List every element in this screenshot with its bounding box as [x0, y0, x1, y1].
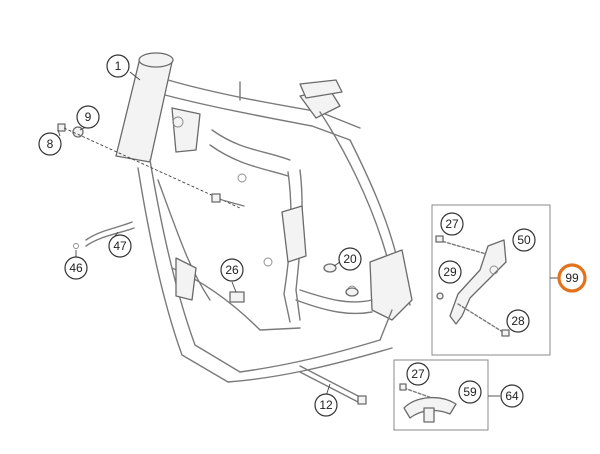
- callout-46: 46: [64, 256, 88, 280]
- callout-9: 9: [76, 105, 100, 129]
- callout-47-label: 47: [113, 239, 127, 253]
- callout-29-label: 29: [443, 265, 457, 279]
- callout-27-foot: 27: [406, 362, 430, 386]
- callout-27-side-stand: 27: [440, 212, 464, 236]
- leader-26: [231, 281, 237, 293]
- callout-9-label: 9: [85, 110, 92, 124]
- clip-46-drawing: [73, 243, 79, 249]
- callout-50-label: 50: [517, 233, 531, 247]
- callout-12: 12: [314, 393, 338, 417]
- callout-28: 28: [506, 309, 530, 333]
- side-stand-drawing: [435, 235, 510, 337]
- callout-20-label: 20: [343, 252, 357, 266]
- hose-47-drawing: [85, 221, 135, 247]
- leader-8: [57, 129, 61, 137]
- leader-1: [129, 71, 141, 81]
- callout-27a-label: 27: [445, 217, 459, 231]
- callout-59: 59: [458, 380, 482, 404]
- callout-8: 8: [38, 132, 62, 156]
- callout-1: 1: [106, 54, 130, 78]
- side-stand-group-box: [431, 204, 551, 356]
- frame-drawing: [115, 52, 413, 383]
- callout-47: 47: [108, 234, 132, 258]
- foot-group-box: [393, 359, 489, 431]
- callout-1-label: 1: [115, 59, 122, 73]
- callout-50: 50: [512, 228, 536, 252]
- callout-28-label: 28: [511, 314, 525, 328]
- foot-drawing: [399, 383, 457, 423]
- callout-26: 26: [220, 258, 244, 282]
- bolt-12-drawing: [299, 365, 367, 405]
- rubber-20-drawing: [323, 263, 359, 297]
- callout-64: 64: [500, 384, 524, 408]
- callout-29: 29: [438, 260, 462, 284]
- callout-99-label: 99: [565, 271, 579, 285]
- holder-26-drawing: [229, 291, 245, 303]
- callout-64-label: 64: [505, 389, 519, 403]
- screw-8-washer-9-drawing: [57, 123, 245, 209]
- callout-12-label: 12: [319, 398, 333, 412]
- callout-26-label: 26: [225, 263, 239, 277]
- callout-46-label: 46: [69, 261, 83, 275]
- callout-99-highlighted[interactable]: 99: [557, 263, 587, 293]
- callout-27b-label: 27: [411, 367, 425, 381]
- callout-8-label: 8: [47, 137, 54, 151]
- callout-20: 20: [338, 247, 362, 271]
- callout-59-label: 59: [463, 385, 477, 399]
